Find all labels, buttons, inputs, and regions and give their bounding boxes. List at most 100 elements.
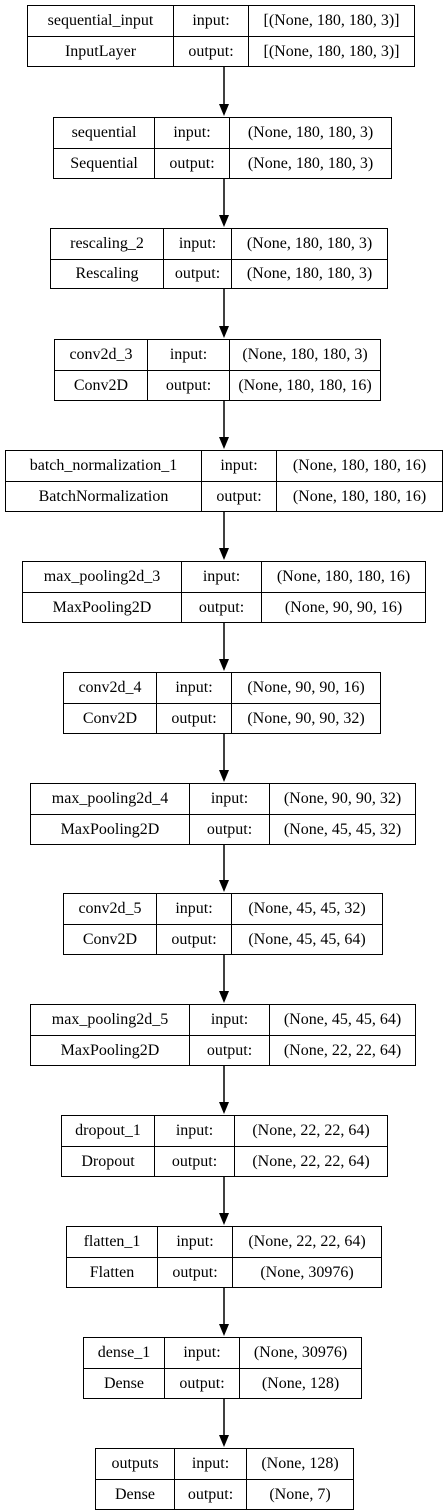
output-label: output: <box>189 815 269 844</box>
output-label: output: <box>181 593 261 622</box>
output-label: output: <box>201 482 276 511</box>
layer-output-row: Flatten output:(None, 30976) <box>67 1257 381 1287</box>
layer-name: max_pooling2d_4 <box>51 790 169 807</box>
layer-node: max_pooling2d_5 input:(None, 45, 45, 64) M… <box>30 1004 416 1066</box>
layer-type: InputLayer <box>64 42 137 60</box>
layer-type: Dense <box>104 1374 144 1392</box>
output-label: output: <box>157 1258 232 1287</box>
input-shape: (None, 90, 90, 32) <box>269 784 415 814</box>
input-label: input: <box>189 1005 269 1035</box>
layer-node: outputs input:(None, 128) Dense output:(Non… <box>95 1448 354 1510</box>
layer-type: MaxPooling2D <box>52 598 152 616</box>
edge-arrow <box>219 845 229 892</box>
layer-name: conv2d_4 <box>78 679 142 696</box>
output-label: output: <box>189 1036 269 1065</box>
input-shape: (None, 180, 180, 16) <box>261 562 425 592</box>
edge-arrow <box>219 179 229 227</box>
edge-arrow <box>219 623 229 671</box>
layer-type: BatchNormalization <box>38 487 169 505</box>
layer-output-row: Conv2D output:(None, 45, 45, 64) <box>64 924 382 954</box>
layer-type: Conv2D <box>82 930 138 948</box>
output-shape: (None, 45, 45, 64) <box>231 925 382 954</box>
layer-type: Flatten <box>89 1263 135 1281</box>
layer-type: MaxPooling2D <box>60 1041 160 1059</box>
edge-arrow <box>219 955 229 1003</box>
layer-input-row: max_pooling2d_5 input:(None, 45, 45, 64) <box>31 1005 415 1035</box>
layer-name: sequential_input <box>47 12 154 29</box>
input-shape: (None, 30976) <box>239 1338 361 1368</box>
output-shape: (None, 180, 180, 3) <box>229 149 391 178</box>
edge-arrow <box>219 1399 229 1447</box>
output-label: output: <box>154 1147 234 1176</box>
layer-name: batch_normalization_1 <box>29 457 178 474</box>
layer-input-row: outputs input:(None, 128) <box>96 1449 353 1479</box>
edges <box>219 67 229 1447</box>
layer-name: max_pooling2d_5 <box>51 1011 169 1028</box>
output-label: output: <box>156 704 231 733</box>
input-label: input: <box>154 118 229 148</box>
input-label: input: <box>174 1449 246 1479</box>
layer-name: conv2d_3 <box>69 346 133 363</box>
layer-type: Dense <box>115 1485 155 1503</box>
layer-name: outputs <box>111 1455 159 1472</box>
edge-arrow <box>219 512 229 560</box>
input-shape: (None, 90, 90, 16) <box>231 673 380 703</box>
layer-type: Dropout <box>81 1152 135 1170</box>
output-label: output: <box>174 1480 246 1509</box>
output-label: output: <box>173 37 248 66</box>
input-shape: (None, 45, 45, 64) <box>269 1005 415 1035</box>
input-label: input: <box>163 229 231 259</box>
layer-name: sequential <box>71 124 137 141</box>
layer-input-row: conv2d_4 input:(None, 90, 90, 16) <box>64 673 380 703</box>
input-shape: (None, 45, 45, 32) <box>231 894 382 924</box>
layer-name: max_pooling2d_3 <box>43 568 161 585</box>
output-shape: (None, 90, 90, 16) <box>261 593 425 622</box>
output-shape: (None, 30976) <box>232 1258 381 1287</box>
output-shape: (None, 180, 180, 16) <box>276 482 442 511</box>
input-label: input: <box>154 1116 234 1146</box>
layer-output-row: Sequential output:(None, 180, 180, 3) <box>54 148 391 178</box>
input-shape: (None, 180, 180, 16) <box>276 451 442 481</box>
layer-type: Rescaling <box>75 264 139 282</box>
output-label: output: <box>156 925 231 954</box>
layer-type: Sequential <box>70 154 138 172</box>
input-label: input: <box>156 673 231 703</box>
input-shape: (None, 128) <box>246 1449 353 1479</box>
output-label: output: <box>154 149 229 178</box>
layer-name: rescaling_2 <box>70 234 144 252</box>
layer-output-row: BatchNormalization output:(None, 180, 180… <box>6 481 442 511</box>
input-label: input: <box>164 1338 239 1368</box>
edge-arrow <box>219 734 229 782</box>
output-label: output: <box>164 1369 239 1398</box>
output-shape: (None, 90, 90, 32) <box>231 704 380 733</box>
edge-arrow <box>219 1177 229 1225</box>
edge-arrow <box>219 1288 229 1336</box>
output-shape: (None, 180, 180, 16) <box>229 371 380 400</box>
input-label: input: <box>147 340 229 370</box>
